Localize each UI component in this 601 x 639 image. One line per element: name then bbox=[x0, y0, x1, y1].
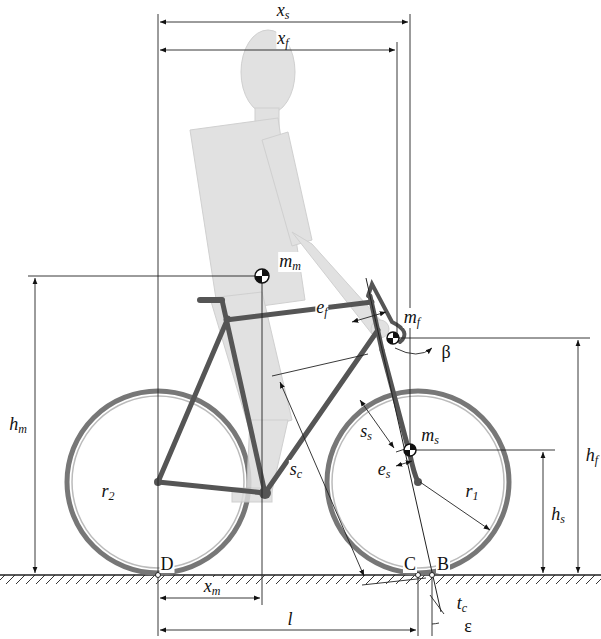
dimension-label: C bbox=[403, 555, 417, 573]
mass-symbols bbox=[255, 269, 416, 456]
dimension-lines bbox=[28, 14, 590, 636]
dimension-label: xf bbox=[276, 29, 289, 49]
dimension-label: xm bbox=[203, 577, 222, 597]
dimension-label: r1 bbox=[464, 482, 479, 502]
dimension-label: xs bbox=[276, 1, 291, 21]
ground bbox=[0, 575, 601, 584]
dimension-label: ms bbox=[420, 426, 440, 446]
wheel-inner bbox=[72, 396, 504, 568]
dimension-label: β bbox=[440, 343, 451, 361]
dimension-label: hs bbox=[550, 505, 566, 525]
dimension-label: l bbox=[286, 610, 293, 628]
dimension-label: ef bbox=[315, 298, 328, 318]
dimension-label: mf bbox=[403, 308, 421, 328]
rider bbox=[190, 30, 389, 502]
dimension-label: tc bbox=[456, 594, 468, 614]
dimension-label: sc bbox=[289, 460, 303, 480]
dimension-label: hf bbox=[585, 446, 599, 466]
dimension-label: D bbox=[160, 555, 175, 573]
dimension-label: B bbox=[436, 555, 450, 573]
dimension-label: ss bbox=[359, 422, 373, 442]
contact-points bbox=[156, 573, 435, 578]
dimension-label: es bbox=[377, 460, 392, 480]
dimension-label: r2 bbox=[100, 482, 115, 502]
steering-axis bbox=[366, 278, 441, 612]
dimension-label: hm bbox=[8, 415, 28, 435]
bicycle-frame bbox=[158, 284, 418, 493]
dimension-label: ε bbox=[463, 617, 473, 635]
hubs bbox=[154, 478, 422, 499]
dimension-label: mm bbox=[278, 252, 302, 272]
